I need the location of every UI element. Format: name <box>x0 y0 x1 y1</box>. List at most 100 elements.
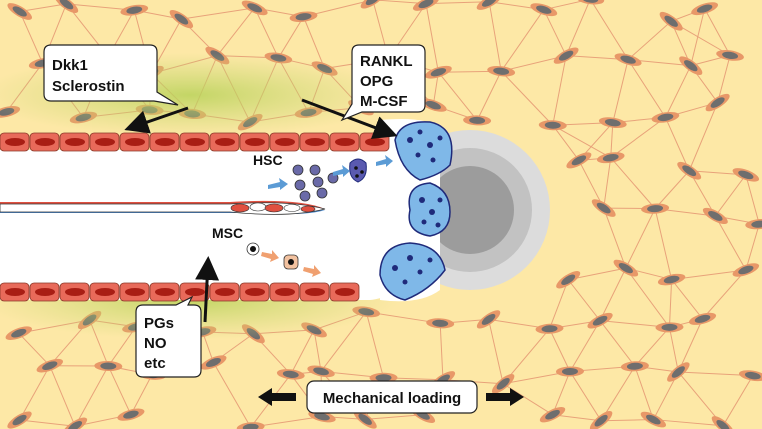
lining-cell-nucleus <box>95 288 115 296</box>
canaliculus <box>552 414 602 422</box>
mediator-arrow <box>195 256 220 323</box>
callout-mediators-line3: etc <box>144 355 166 372</box>
canaliculus <box>552 124 611 159</box>
canaliculus <box>19 419 76 427</box>
canaliculus <box>216 7 256 56</box>
canaliculus <box>565 0 591 56</box>
canaliculus <box>543 9 567 56</box>
lining-cell-nucleus <box>305 138 325 146</box>
canaliculus <box>717 55 731 103</box>
osteocyte <box>679 56 703 75</box>
canaliculus <box>671 279 703 320</box>
canaliculus <box>668 327 679 373</box>
canaliculus <box>664 117 690 171</box>
osteocyte <box>691 2 719 16</box>
canaliculus <box>303 16 326 69</box>
callout-inhibitors-line1: Dkk1 <box>52 57 88 74</box>
canaliculus <box>714 174 747 217</box>
callout-mediators: PGs NO etc <box>135 295 202 378</box>
osteocyte <box>7 3 32 20</box>
loading-label-box <box>306 380 478 414</box>
osteocyte <box>487 65 516 77</box>
canaliculus <box>625 267 670 328</box>
lining-cell-nucleus <box>65 288 85 296</box>
canaliculus <box>704 8 731 56</box>
osteocyte <box>598 117 627 129</box>
osteocyte <box>738 370 762 382</box>
canaliculus <box>634 326 670 367</box>
osteocyte <box>641 203 670 214</box>
osteocyte <box>640 411 666 428</box>
canaliculus <box>603 207 627 269</box>
lining-cell-nucleus <box>335 138 355 146</box>
canaliculus <box>654 170 690 209</box>
osteocyte <box>702 207 728 225</box>
osteocyte <box>587 312 613 329</box>
callout-inhibitors-line2: Sclerostin <box>52 78 125 95</box>
osteocyte <box>659 11 683 31</box>
lining-cells-top <box>0 132 390 152</box>
canaliculus <box>745 224 760 271</box>
lining-cells-bottom <box>0 282 360 302</box>
canaliculus <box>627 20 672 61</box>
canaliculus <box>690 8 706 66</box>
lining-cell-nucleus <box>35 288 55 296</box>
osteoclast-top <box>394 121 453 181</box>
callout-factors-line3: M-CSF <box>360 93 408 110</box>
canaliculus <box>714 215 747 271</box>
msc-precursors <box>246 242 299 270</box>
osteocyte <box>307 365 335 378</box>
lining-cell-nucleus <box>65 138 85 146</box>
canaliculus <box>688 102 719 171</box>
osteocyte <box>539 406 566 423</box>
canaliculus <box>19 3 67 12</box>
lining-cell-nucleus <box>275 288 295 296</box>
canaliculus <box>425 3 439 73</box>
preosteoclast <box>349 158 367 183</box>
canaliculus <box>107 365 132 415</box>
osteoclast-middle <box>408 182 451 237</box>
canaliculus <box>488 319 504 384</box>
lining-cell-nucleus <box>215 138 235 146</box>
canaliculus <box>627 59 666 118</box>
canaliculus <box>578 160 605 209</box>
canaliculus <box>569 371 602 421</box>
osteocyte <box>556 271 581 289</box>
osteocyte <box>566 152 592 169</box>
lining-cell-nucleus <box>245 138 265 146</box>
osteocyte <box>5 326 32 340</box>
osteocyte <box>463 115 492 126</box>
callout-mediators-line1: PGs <box>144 315 174 332</box>
canaliculus <box>425 1 490 5</box>
osteocyte <box>360 0 385 9</box>
osteocyte <box>236 422 265 429</box>
canaliculus <box>488 1 502 72</box>
canaliculus <box>590 0 629 60</box>
canaliculus <box>722 375 754 427</box>
osteocyte <box>241 0 268 16</box>
canaliculus <box>702 269 747 320</box>
osteocyte <box>476 0 502 10</box>
canaliculus <box>254 7 279 59</box>
msc-label: MSC <box>212 225 243 241</box>
canaliculus <box>74 365 109 427</box>
hsc-arrows <box>268 155 393 190</box>
osteocyte <box>576 0 605 5</box>
osteocyte <box>614 53 642 66</box>
canaliculus <box>625 208 656 269</box>
osteocyte <box>651 111 680 123</box>
canaliculus <box>599 267 627 321</box>
canaliculus <box>500 9 545 72</box>
osteocyte <box>535 323 564 334</box>
canaliculus <box>476 70 502 121</box>
lining-cell-nucleus <box>35 138 55 146</box>
lining-cell-nucleus <box>95 138 115 146</box>
canaliculus <box>365 311 385 378</box>
osteocyte <box>620 361 649 372</box>
callout-factors-line2: OPG <box>360 73 393 90</box>
lining-cell-nucleus <box>215 288 235 296</box>
osteocyte <box>412 0 439 11</box>
canaliculus <box>552 371 571 415</box>
